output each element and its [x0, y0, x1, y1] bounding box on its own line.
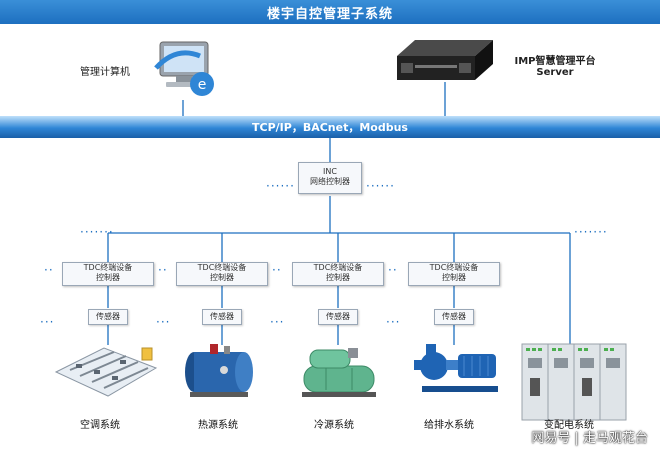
computer-label: 管理计算机	[80, 67, 130, 78]
tdc-label-line2: 控制器	[442, 273, 466, 282]
tdc-controller-2: TDC终端设备 控制器	[176, 262, 268, 286]
tdc-dots-left: ··	[44, 263, 54, 277]
sensor-3: 传感器	[318, 309, 358, 325]
tdc-label-line1: TDC终端设备	[197, 263, 247, 272]
sensor-dots-2: ···	[270, 315, 285, 329]
tdc-label-line2: 控制器	[326, 273, 350, 282]
sensor-4: 传感器	[434, 309, 474, 325]
tdc-label-line1: TDC终端设备	[429, 263, 479, 272]
tdc-dots-3: ··	[388, 263, 398, 277]
hvac-ductwork-icon	[54, 347, 158, 397]
tdc-label-line2: 控制器	[210, 273, 234, 282]
system-name-4: 给排水系统	[424, 420, 474, 431]
tdc-controller-4: TDC终端设备 控制器	[408, 262, 500, 286]
inc-label-line1: INC	[323, 167, 337, 176]
tdc-label-line2: 控制器	[96, 273, 120, 282]
title-bar: 楼宇自控管理子系统	[0, 0, 660, 24]
inc-controller: INC 网络控制器	[298, 162, 362, 194]
sensor-2: 传感器	[202, 309, 242, 325]
tdc-dots-2: ··	[272, 263, 282, 277]
sensor-dots-1: ···	[156, 315, 171, 329]
system-name-1: 空调系统	[80, 420, 120, 431]
network-bus: TCP/IP，BACnet，Modbus	[0, 116, 660, 138]
server-label-line1: IMP智慧管理平台	[514, 56, 596, 67]
sensor-dots-3: ···	[386, 315, 401, 329]
svg-text:e: e	[198, 77, 207, 93]
computer-icon: e	[154, 41, 214, 96]
inc-dots-right: ······	[366, 179, 395, 193]
system-name-2: 热源系统	[198, 420, 238, 431]
server-icon	[397, 40, 493, 80]
sensor-1: 传感器	[88, 309, 128, 325]
diagram-title: 楼宇自控管理子系统	[266, 7, 393, 22]
tdc-controller-3: TDC终端设备 控制器	[292, 262, 384, 286]
switchgear-cabinet-icon	[521, 343, 627, 421]
server-label-line2: Server	[536, 67, 574, 78]
trunk-dots-left: ·······	[80, 225, 114, 239]
bus-label: TCP/IP，BACnet，Modbus	[252, 121, 408, 134]
system-name-5: 变配电系统	[544, 420, 594, 431]
chiller-icon	[302, 348, 376, 397]
server-label: IMP智慧管理平台 Server	[505, 52, 605, 78]
inc-dots-left: ······	[266, 179, 295, 193]
water-pump-icon	[414, 344, 498, 392]
boiler-icon	[185, 344, 253, 397]
sensor-dots-0: ···	[40, 315, 55, 329]
inc-label-line2: 网络控制器	[310, 177, 350, 186]
tdc-controller-1: TDC终端设备 控制器	[62, 262, 154, 286]
tdc-label-line1: TDC终端设备	[83, 263, 133, 272]
tdc-dots-1: ··	[158, 263, 168, 277]
tdc-label-line1: TDC终端设备	[313, 263, 363, 272]
trunk-dots-right: ·······	[574, 225, 608, 239]
watermark: 网易号 | 走马观花台	[531, 431, 648, 446]
system-name-3: 冷源系统	[314, 420, 354, 431]
